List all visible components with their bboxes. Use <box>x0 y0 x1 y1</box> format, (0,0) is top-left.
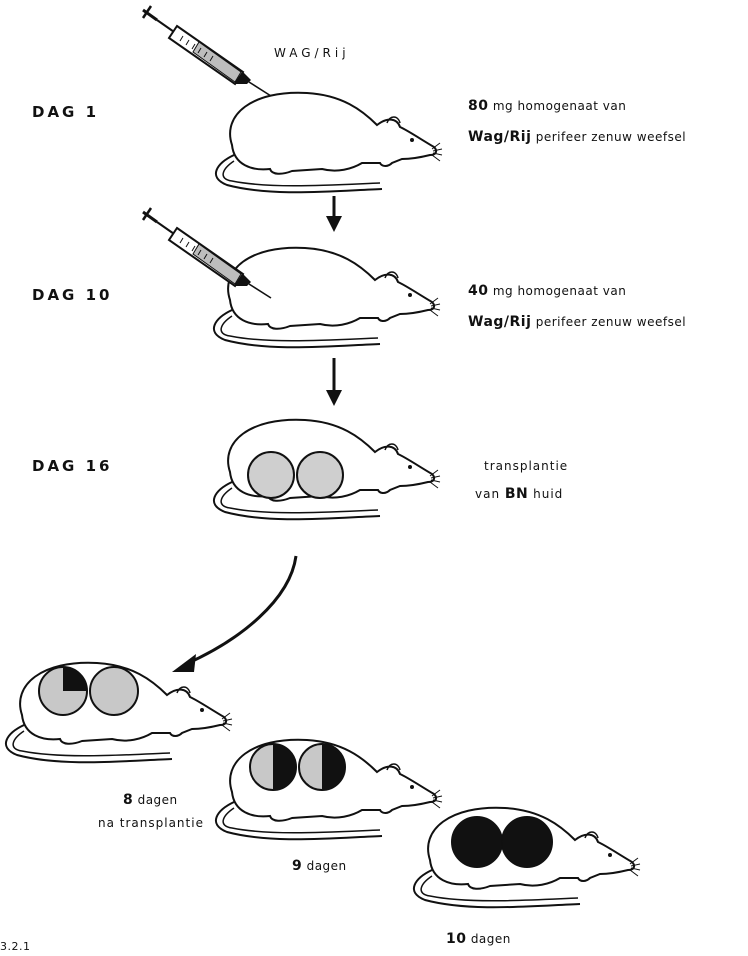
outcome10-unit: dagen <box>471 932 511 946</box>
rat-day10 <box>214 248 440 348</box>
day1-label: DAG 1 <box>32 103 99 121</box>
figure-number: 3.2.1 <box>0 940 31 953</box>
day16-donor-line: van BN huid <box>475 486 563 502</box>
day16-donor: BN <box>505 486 528 502</box>
outcome9-label: 9 dagen <box>292 858 347 874</box>
strain-label: WAG/Rij <box>274 46 350 60</box>
day1-dose-unit: mg <box>493 99 513 113</box>
outcome10-label: 10 dagen <box>446 931 511 947</box>
day1-dose-text: homogenaat van <box>517 99 626 113</box>
outcome10-days: 10 <box>446 931 466 947</box>
day10-strain: Wag/Rij <box>468 314 531 330</box>
day10-dose: 40 <box>468 283 488 299</box>
day1-tissue-line: Wag/Rij perifeer zenuw weefsel <box>468 129 686 145</box>
rat-day1 <box>216 93 442 193</box>
day1-tissue: perifeer zenuw weefsel <box>536 130 686 144</box>
arrow-down-1 <box>326 196 342 232</box>
arrow-curved <box>172 556 296 672</box>
graft-day16-left <box>248 452 294 498</box>
syringe-day1 <box>143 6 271 96</box>
day10-dose-line: 40 mg homogenaat van <box>468 283 626 299</box>
outcome9-unit: dagen <box>307 859 347 873</box>
day10-dose-unit: mg <box>493 284 513 298</box>
graft-day16-right <box>297 452 343 498</box>
rejection-area-10-right <box>502 817 552 867</box>
day1-dose: 80 <box>468 98 488 114</box>
day1-strain: Wag/Rij <box>468 129 531 145</box>
day10-tissue: perifeer zenuw weefsel <box>536 315 686 329</box>
outcome8-label: 8 dagen <box>123 792 178 808</box>
day10-label: DAG 10 <box>32 286 112 304</box>
outcome8-sub: na transplantie <box>98 816 204 830</box>
outcome8-unit: dagen <box>138 793 178 807</box>
rejection-area-10-left <box>452 817 502 867</box>
arrow-down-2 <box>326 358 342 406</box>
day1-dose-line: 80 mg homogenaat van <box>468 98 626 114</box>
graft-outcome-8-right <box>90 667 138 715</box>
day16-van: van <box>475 487 500 501</box>
outcome-grafts <box>39 667 552 867</box>
day10-dose-text: homogenaat van <box>517 284 626 298</box>
day16-label: DAG 16 <box>32 457 112 475</box>
outcome8-days: 8 <box>123 792 133 808</box>
day16-transplant: transplantie <box>484 459 568 473</box>
outcome9-days: 9 <box>292 858 302 874</box>
day10-tissue-line: Wag/Rij perifeer zenuw weefsel <box>468 314 686 330</box>
day16-skin: huid <box>533 487 563 501</box>
